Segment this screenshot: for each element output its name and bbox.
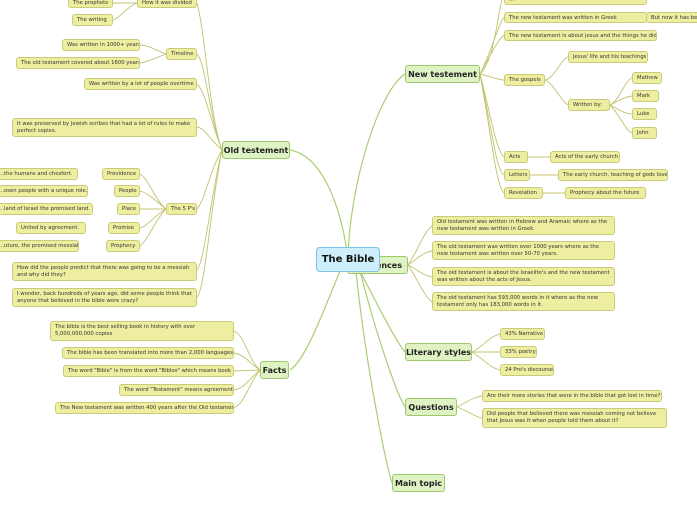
nt-acts-desc[interactable]: Acts of the early church: [550, 151, 620, 163]
nt-letters[interactable]: Letters: [504, 169, 530, 181]
nt-author-4[interactable]: John: [632, 127, 657, 139]
diff-item-2[interactable]: The old testament was written over 1000 …: [432, 241, 615, 260]
ot-five-ps[interactable]: The 5 P's: [166, 203, 197, 215]
nt-top-item[interactable]: ...: [504, 0, 647, 5]
nt-revelation-desc[interactable]: Prophecy about the future: [565, 187, 646, 199]
style-discourse[interactable]: 24 Pro's discourse: [500, 364, 554, 376]
nt-author-3[interactable]: Luke: [632, 108, 657, 120]
style-poetry[interactable]: 33% poetry: [500, 346, 537, 358]
nt-but-now[interactable]: But now it has bee...: [646, 12, 697, 23]
ot-prophets[interactable]: The prophets: [68, 0, 113, 8]
topic-new-testament[interactable]: New testement: [405, 65, 480, 83]
ot-timeline[interactable]: Timeline: [166, 48, 197, 60]
diff-item-3[interactable]: The old testament is about the Israelite…: [432, 267, 615, 286]
diff-item-1[interactable]: Old testament was written in Hebrew and …: [432, 216, 615, 235]
fact-5[interactable]: The New testament was written 400 years …: [55, 402, 234, 414]
ot-timeline-2[interactable]: The old testament covered about 1600 yea…: [16, 57, 140, 69]
ot-preserved[interactable]: It was preserved by Jewish scribes that …: [12, 118, 197, 137]
nt-author-1[interactable]: Mathew: [632, 72, 662, 84]
topic-facts[interactable]: Facts: [260, 361, 289, 379]
topic-literary-styles[interactable]: Literary styles: [405, 343, 472, 361]
ot-p-promise-desc[interactable]: United by agreement.: [16, 222, 86, 234]
ot-question-wonder[interactable]: I wonder, back hundreds of years ago, di…: [12, 288, 197, 307]
root-node-overlay: The Bible: [316, 247, 380, 272]
nt-author-2[interactable]: Mark: [632, 90, 659, 102]
nt-acts[interactable]: Acts: [504, 151, 528, 163]
diff-item-4[interactable]: The old testament has 593,000 words in i…: [432, 292, 615, 311]
ot-p-people[interactable]: People: [114, 185, 140, 197]
ot-p-people-desc[interactable]: ...osen people with a unique role.: [0, 185, 88, 197]
ot-written-by-many[interactable]: Was written by a lot of people overtime: [84, 78, 197, 90]
ot-how-divided[interactable]: How it was divided: [137, 0, 197, 8]
ot-p-prophecy-desc[interactable]: ...uture, the promised messiah.: [0, 240, 79, 252]
nt-about-jesus[interactable]: The new testament is about jesus and the…: [504, 30, 657, 41]
nt-gospels-life[interactable]: Jesus' life and his teachings: [568, 51, 648, 63]
ot-p-prophecy[interactable]: Prophecy: [106, 240, 140, 252]
ot-p-promise[interactable]: Promise: [108, 222, 140, 234]
style-narrative[interactable]: 43% Narrative: [500, 328, 545, 340]
nt-written-by[interactable]: Written by:: [568, 99, 610, 111]
fact-3[interactable]: The word "Bible" is from the word "Biblo…: [63, 365, 234, 377]
question-1[interactable]: Are their more stories that were in the …: [482, 390, 662, 402]
topic-old-testament[interactable]: Old testement: [222, 141, 290, 159]
fact-4[interactable]: The word "Testament" means agreement: [119, 384, 234, 396]
ot-p-providence[interactable]: Providence: [102, 168, 140, 180]
nt-written-in-greek[interactable]: The new testament was written in Greek: [504, 12, 647, 23]
topic-questions[interactable]: Questions: [405, 398, 457, 416]
fact-1[interactable]: The bible is the best selling book in hi…: [50, 321, 234, 341]
ot-p-place-desc[interactable]: ...land of Israel the promised land.: [0, 203, 93, 215]
ot-timeline-1[interactable]: Was written in 1000+ years: [62, 39, 140, 51]
nt-revelation[interactable]: Revelation: [504, 187, 543, 199]
ot-p-providence-desc[interactable]: ...the humans and chesfort.: [0, 168, 78, 180]
ot-writing[interactable]: The writing: [72, 14, 113, 26]
ot-p-place[interactable]: Place: [117, 203, 140, 215]
fact-2[interactable]: The bible has been translated into more …: [62, 347, 234, 359]
nt-letters-desc[interactable]: The early church, teaching of gods love: [558, 169, 668, 181]
ot-question-messiah[interactable]: How did the people predict that there wa…: [12, 262, 197, 281]
question-2[interactable]: Did people that believed there was messi…: [482, 408, 667, 428]
topic-main-topic[interactable]: Main topic: [392, 474, 445, 492]
nt-gospels[interactable]: The gospels: [504, 74, 545, 86]
